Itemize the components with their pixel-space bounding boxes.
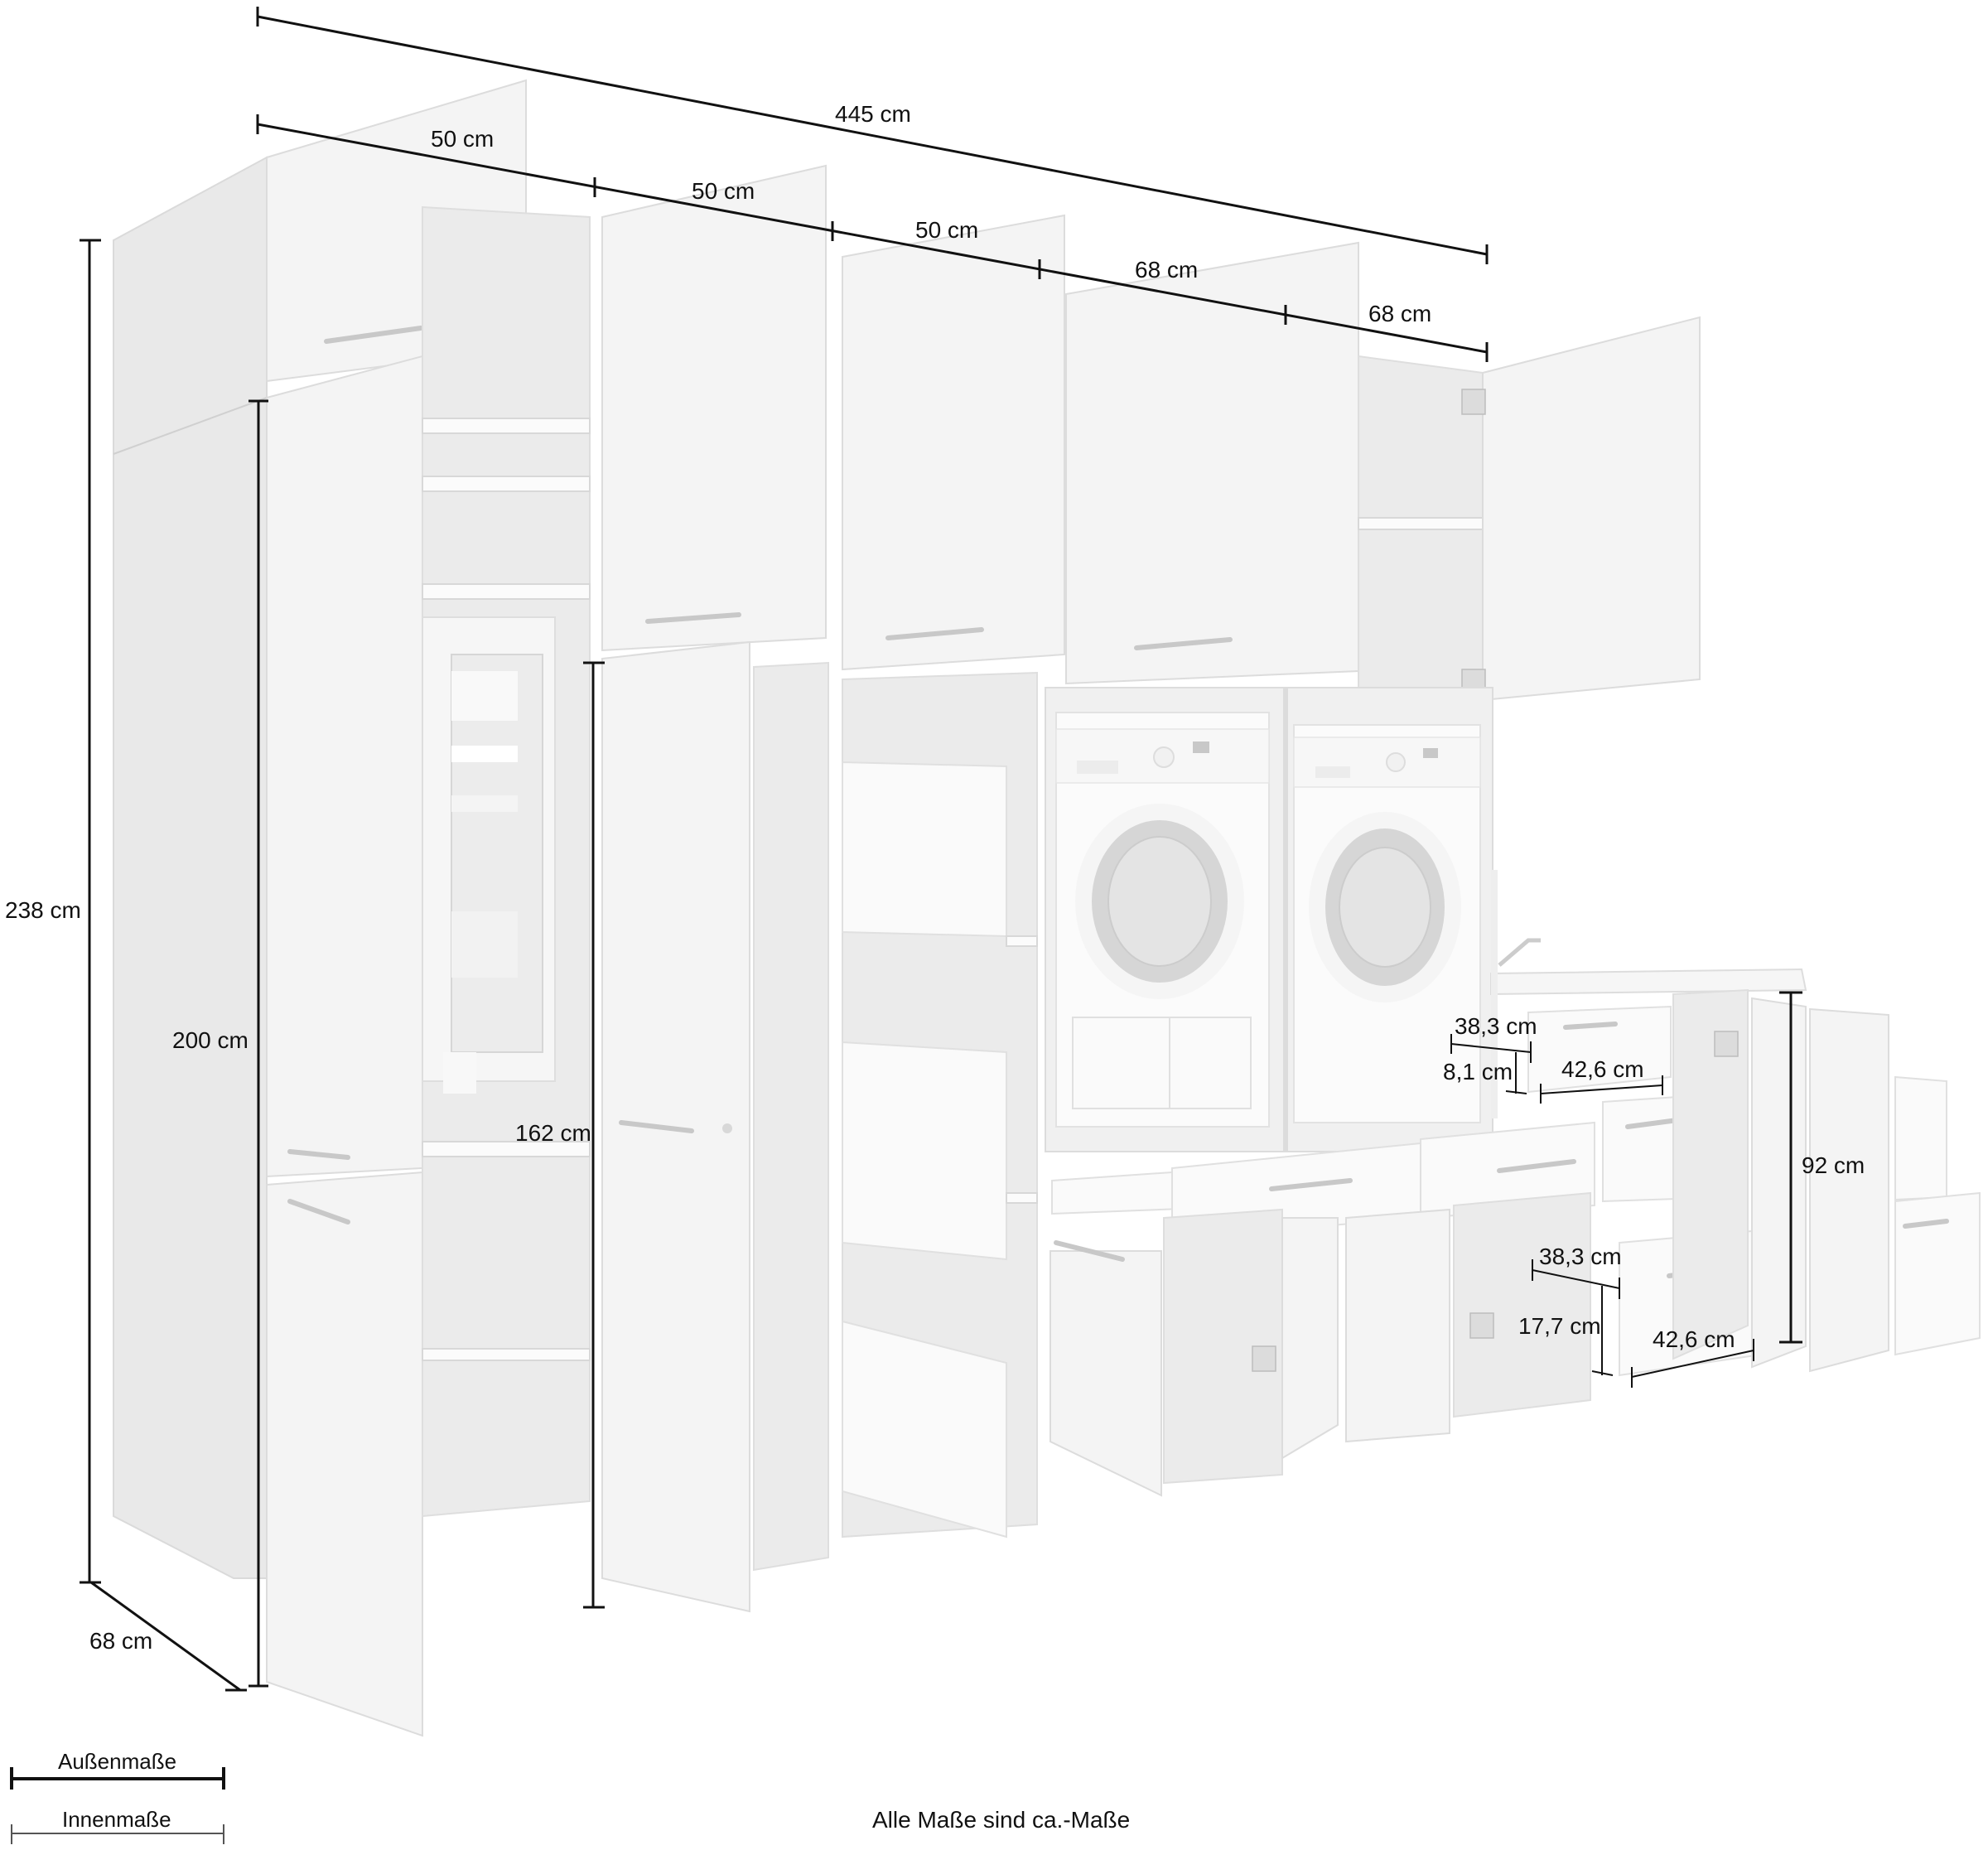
col2-top-door bbox=[601, 164, 827, 652]
large-drawer-width-label: 42,6 cm bbox=[1653, 1326, 1735, 1352]
small-drawer-width-label: 42,6 cm bbox=[1561, 1056, 1644, 1082]
right-base-door-open bbox=[1751, 997, 1807, 1369]
small-drawer-height-label: 8,1 cm bbox=[1443, 1059, 1513, 1084]
col1-middle-door bbox=[266, 355, 423, 1178]
left-side-panel bbox=[113, 156, 268, 1579]
washing-machine bbox=[1293, 724, 1481, 1123]
large-drawer-height-label: 17,7 cm bbox=[1518, 1313, 1601, 1339]
legend-outer-label: Außenmaße bbox=[58, 1749, 176, 1774]
col3-pullout-1 bbox=[842, 761, 1007, 938]
legend: Außenmaße Innenmaße bbox=[10, 1749, 225, 1844]
base-door-1-open bbox=[1049, 1250, 1162, 1497]
col3-pullout-2 bbox=[842, 1041, 1007, 1261]
inner-height-label: 162 cm bbox=[515, 1120, 591, 1146]
base-interior-2 bbox=[1453, 1191, 1591, 1418]
base-door-3 bbox=[1345, 1208, 1450, 1443]
depth-label: 68 cm bbox=[89, 1628, 152, 1654]
legend-inner-label: Innenmaße bbox=[62, 1807, 171, 1832]
large-drawer-depth-label: 38,3 cm bbox=[1539, 1244, 1622, 1269]
module-2-width-label: 50 cm bbox=[692, 178, 755, 204]
base-interior-1 bbox=[1163, 1208, 1283, 1485]
col4-top-door bbox=[1065, 241, 1359, 685]
total-height-label: 238 cm bbox=[5, 897, 81, 923]
dryer bbox=[1055, 712, 1270, 1128]
total-width-label: 445 cm bbox=[835, 101, 911, 127]
right-drawer-1 bbox=[1894, 1075, 1947, 1201]
right-base-interior bbox=[1672, 988, 1749, 1360]
col3-pullout-3 bbox=[842, 1320, 1007, 1538]
base-door-2-open bbox=[1281, 1217, 1339, 1460]
dimension-annotations: 445 cm 50 cm 50 cm 50 cm 68 cm 68 cm 238… bbox=[5, 7, 1865, 1692]
col2-interior bbox=[753, 661, 829, 1572]
right-end-panel bbox=[1809, 1007, 1889, 1373]
footnote: Alle Maße sind ca.-Maße bbox=[872, 1807, 1130, 1833]
module-4-width-label: 68 cm bbox=[1135, 257, 1198, 283]
col5-wall-cabinet-door-open bbox=[1482, 316, 1701, 702]
small-drawer-depth-label: 38,3 cm bbox=[1455, 1013, 1537, 1039]
col1-lower-door bbox=[266, 1171, 423, 1737]
module-5-width-label: 68 cm bbox=[1368, 301, 1431, 326]
base-height-label: 92 cm bbox=[1802, 1152, 1865, 1178]
module-3-width-label: 50 cm bbox=[915, 217, 978, 243]
furniture-illustration bbox=[113, 79, 1981, 1737]
tall-unit-height-label: 200 cm bbox=[172, 1027, 248, 1053]
module-1-width-label: 50 cm bbox=[431, 126, 494, 152]
right-drawer-2 bbox=[1894, 1191, 1981, 1356]
col3-top-door bbox=[842, 214, 1065, 671]
sink-unit bbox=[1490, 870, 1807, 1118]
fridge bbox=[422, 616, 556, 1094]
